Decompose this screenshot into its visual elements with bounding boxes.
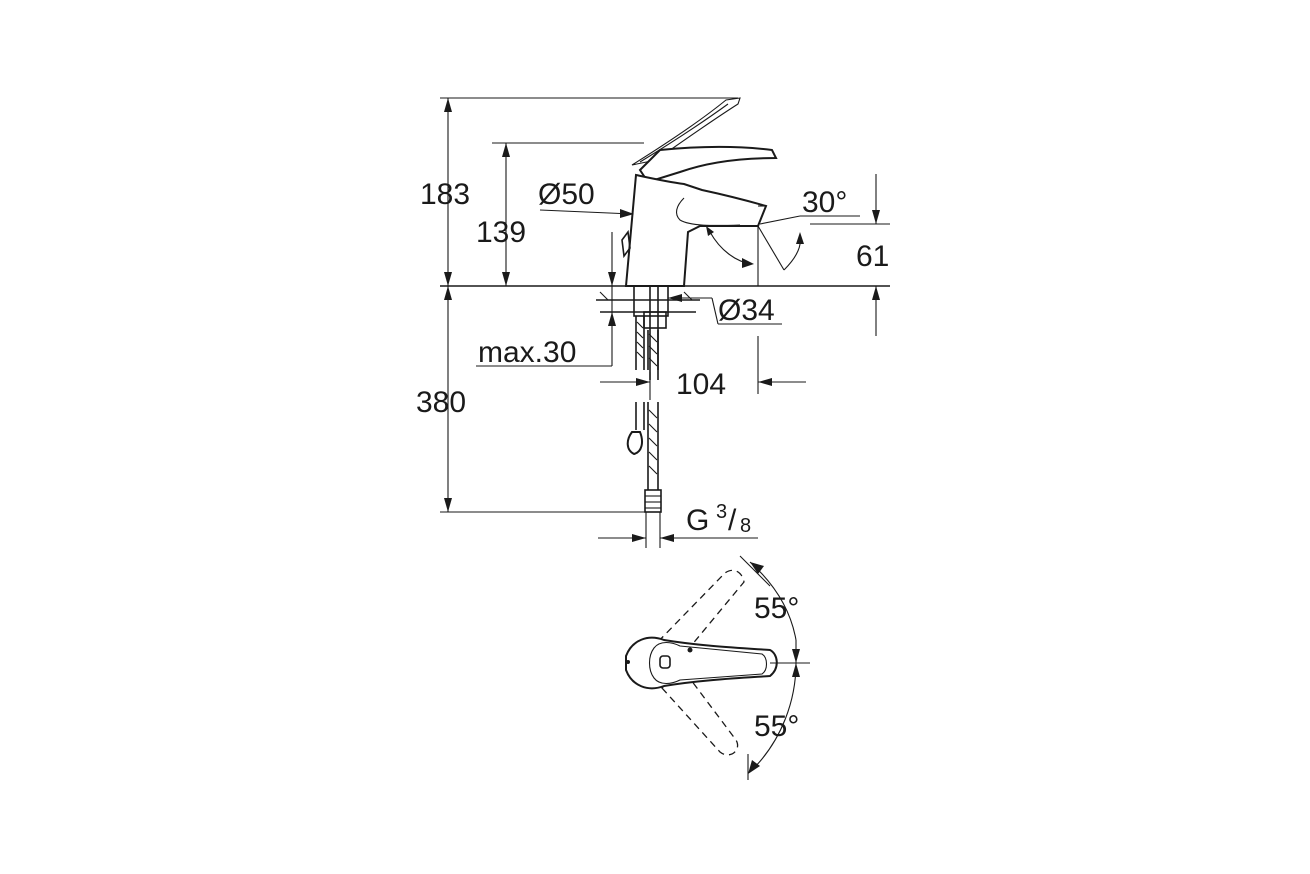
dimension-lines [440,97,890,548]
label-max30: max.30 [478,336,576,369]
hatch-line [683,291,693,301]
label-thread-den: 8 [740,515,751,537]
lever-swing-down [661,667,739,756]
faucet-body [624,173,768,287]
arrow-head [660,534,674,542]
arrow-head [444,286,452,300]
label-55deg-top: 55° [754,592,799,625]
indicator-dot [687,647,693,653]
hatch-line [599,291,609,301]
popup-knob [626,431,643,456]
label-61: 61 [856,240,889,273]
leader-30deg [759,215,801,225]
arrow-head [872,286,880,300]
hose-right [647,330,659,370]
label-thread-num: 3 [716,501,727,523]
arrow-head [444,498,452,512]
arrow-head [758,378,772,386]
arrow-head [748,760,760,774]
label-139: 139 [476,216,526,249]
fixing-nut [643,311,667,329]
lever-cap [659,655,671,669]
arrow-head [502,272,510,286]
angle-arc [709,231,753,265]
label-thread-g: G [686,504,709,537]
arrow-head [742,258,754,268]
arrow-head [750,562,764,574]
lever-swing-up [648,569,745,665]
lever-raised-outline [631,97,741,166]
arrow-head [668,294,682,302]
ray-top [739,555,771,587]
angle-ray [757,225,785,271]
label-d34: Ø34 [718,294,775,327]
popup-rod [621,229,631,259]
arrow-head [608,312,616,326]
hose-connector [644,489,662,513]
indicator-dot [626,660,630,664]
hose-left [635,316,645,370]
hose-lower-left [635,402,645,430]
label-d50: Ø50 [538,178,595,211]
faucet-top-view [625,555,810,780]
faucet-side-view [440,97,890,513]
leader-d50 [539,209,633,215]
label-380: 380 [416,386,466,419]
arrow-head [872,210,880,224]
arrow-head [706,226,714,236]
mounting-shank [633,285,669,317]
top-view-lever [648,641,768,685]
hose-lower-braid [648,409,658,475]
label-104: 104 [676,368,726,401]
top-view-body [625,636,778,690]
arrow-head [632,534,646,542]
label-55deg-bottom: 55° [754,710,799,743]
lever-raised-inner [639,103,729,163]
lever-normal [638,146,778,184]
labels: 183 139 Ø50 30° 61 Ø34 max.30 104 380 G … [416,178,889,743]
label-183: 183 [420,178,470,211]
arrow-head [620,209,634,218]
arrow-head [608,272,616,286]
hose-braid [636,321,658,367]
label-30deg: 30° [802,186,847,219]
arrow-head [792,663,800,677]
arrow-head [796,232,804,244]
hose-lower-right [647,402,659,490]
arrow-head [636,378,650,386]
leader-d34-bend [711,297,719,325]
arrow-head [502,143,510,157]
arrow-head [444,98,452,112]
spout-curve [675,197,741,227]
label-thread-slash: / [728,504,737,537]
arrow-head [444,272,452,286]
